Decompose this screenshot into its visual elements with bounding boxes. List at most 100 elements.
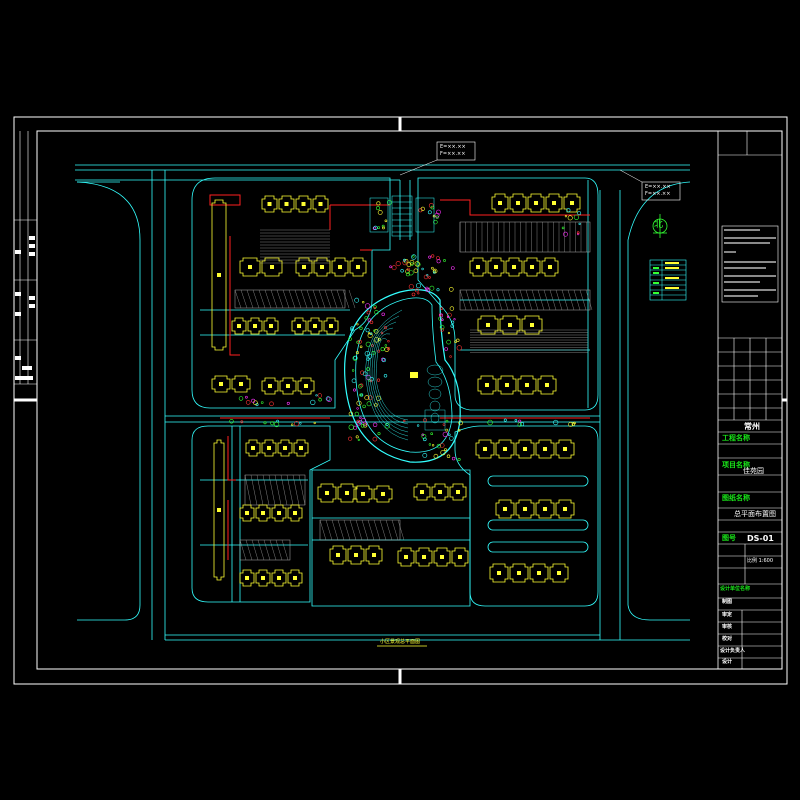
plant-symbol xyxy=(374,310,379,315)
building-unit xyxy=(329,545,347,565)
plant-symbol xyxy=(446,315,450,319)
plant-symbol xyxy=(359,416,362,419)
building-unit xyxy=(239,569,255,587)
plant-symbol xyxy=(386,347,391,351)
plant-symbol xyxy=(435,256,440,261)
tb-row-4: 设计负责人 xyxy=(720,648,746,654)
plant-symbol xyxy=(451,320,455,324)
plant-symbol xyxy=(356,400,362,406)
plant-symbol xyxy=(447,433,451,437)
plant-symbol xyxy=(405,272,410,277)
plant-symbol xyxy=(381,312,385,316)
garden-contour xyxy=(371,327,409,429)
plant-symbol xyxy=(553,419,559,426)
plant-symbol xyxy=(446,312,452,318)
plant-symbol xyxy=(369,320,374,324)
plant-symbol xyxy=(369,332,373,336)
plant-symbol xyxy=(348,411,354,416)
plant-symbol xyxy=(380,331,384,335)
plant-symbol xyxy=(402,260,408,266)
plant-symbol xyxy=(431,266,434,270)
plant-symbol xyxy=(365,341,371,347)
building-unit xyxy=(475,439,495,459)
plant-symbol xyxy=(425,287,430,292)
building-unit xyxy=(312,195,329,213)
plant-symbol xyxy=(422,452,428,458)
drawing-name-value: 总平面布置图 xyxy=(734,510,776,518)
building-unit xyxy=(529,563,549,583)
plant-symbol xyxy=(363,423,368,428)
plant-symbol xyxy=(286,401,290,405)
building-unit xyxy=(431,483,449,501)
building-unit xyxy=(515,499,535,519)
plant-symbol xyxy=(376,378,381,382)
plant-symbol xyxy=(355,351,359,355)
plant-symbol xyxy=(406,262,412,268)
tb-row-3: 校对 xyxy=(722,636,733,642)
plant-symbol xyxy=(415,262,421,267)
plant-symbol xyxy=(365,328,370,333)
plant-symbol xyxy=(406,267,410,271)
plant-symbol xyxy=(578,222,581,225)
plant-symbol xyxy=(456,338,460,342)
plant-symbol xyxy=(457,428,461,432)
plant-symbol xyxy=(356,419,360,424)
building-unit xyxy=(349,257,367,277)
plant-symbol xyxy=(411,254,417,260)
plant-symbol xyxy=(431,444,435,447)
plant-symbol xyxy=(364,316,368,320)
plant-symbol xyxy=(359,345,363,349)
plant-symbol xyxy=(367,395,373,401)
building-unit xyxy=(307,317,323,335)
plant-symbol xyxy=(408,284,414,290)
plant-symbol xyxy=(436,443,442,449)
plant-symbol xyxy=(245,400,251,405)
plant-symbol xyxy=(376,201,381,206)
plant-symbol xyxy=(573,214,580,220)
plant-symbol xyxy=(356,323,359,326)
plant-symbol xyxy=(356,421,362,426)
plant-symbol xyxy=(384,344,387,347)
central-garden xyxy=(365,309,446,441)
building-unit xyxy=(497,375,517,395)
plant-symbol xyxy=(445,428,449,432)
plant-symbol xyxy=(358,420,363,425)
building-unit xyxy=(449,483,467,501)
plant-symbol xyxy=(372,422,378,427)
plant-symbol xyxy=(240,420,244,424)
plant-symbol xyxy=(359,393,363,397)
garden-feature xyxy=(410,372,418,378)
north-arrow-icon xyxy=(652,214,668,238)
plant-symbol xyxy=(518,419,522,423)
plant-symbol xyxy=(563,231,568,237)
garden-pond xyxy=(426,364,444,376)
building-unit xyxy=(433,547,451,567)
plant-symbol xyxy=(413,268,418,273)
plant-symbol xyxy=(439,313,444,318)
garden-contour xyxy=(367,315,409,437)
plant-symbol xyxy=(360,423,365,428)
building-unit xyxy=(451,547,469,567)
plant-symbol xyxy=(263,421,267,425)
plant-symbol xyxy=(421,433,425,437)
plant-symbol xyxy=(348,436,353,441)
building-unit xyxy=(331,257,349,277)
plant-symbol xyxy=(350,326,354,330)
plant-symbol xyxy=(436,259,441,264)
building-unit xyxy=(255,569,271,587)
plant-symbol xyxy=(360,370,365,375)
plant-symbol xyxy=(373,305,377,309)
plant-symbol xyxy=(299,422,302,425)
building-unit xyxy=(521,315,543,335)
plant-symbol xyxy=(445,419,449,423)
plant-symbol xyxy=(428,203,434,208)
building-unit xyxy=(295,195,312,213)
plant-symbol xyxy=(428,443,432,446)
north-label: 北 xyxy=(654,220,664,230)
plant-symbol xyxy=(517,422,522,427)
plant-symbol xyxy=(403,258,406,262)
plant-symbol xyxy=(373,306,376,310)
building-unit xyxy=(523,257,541,277)
